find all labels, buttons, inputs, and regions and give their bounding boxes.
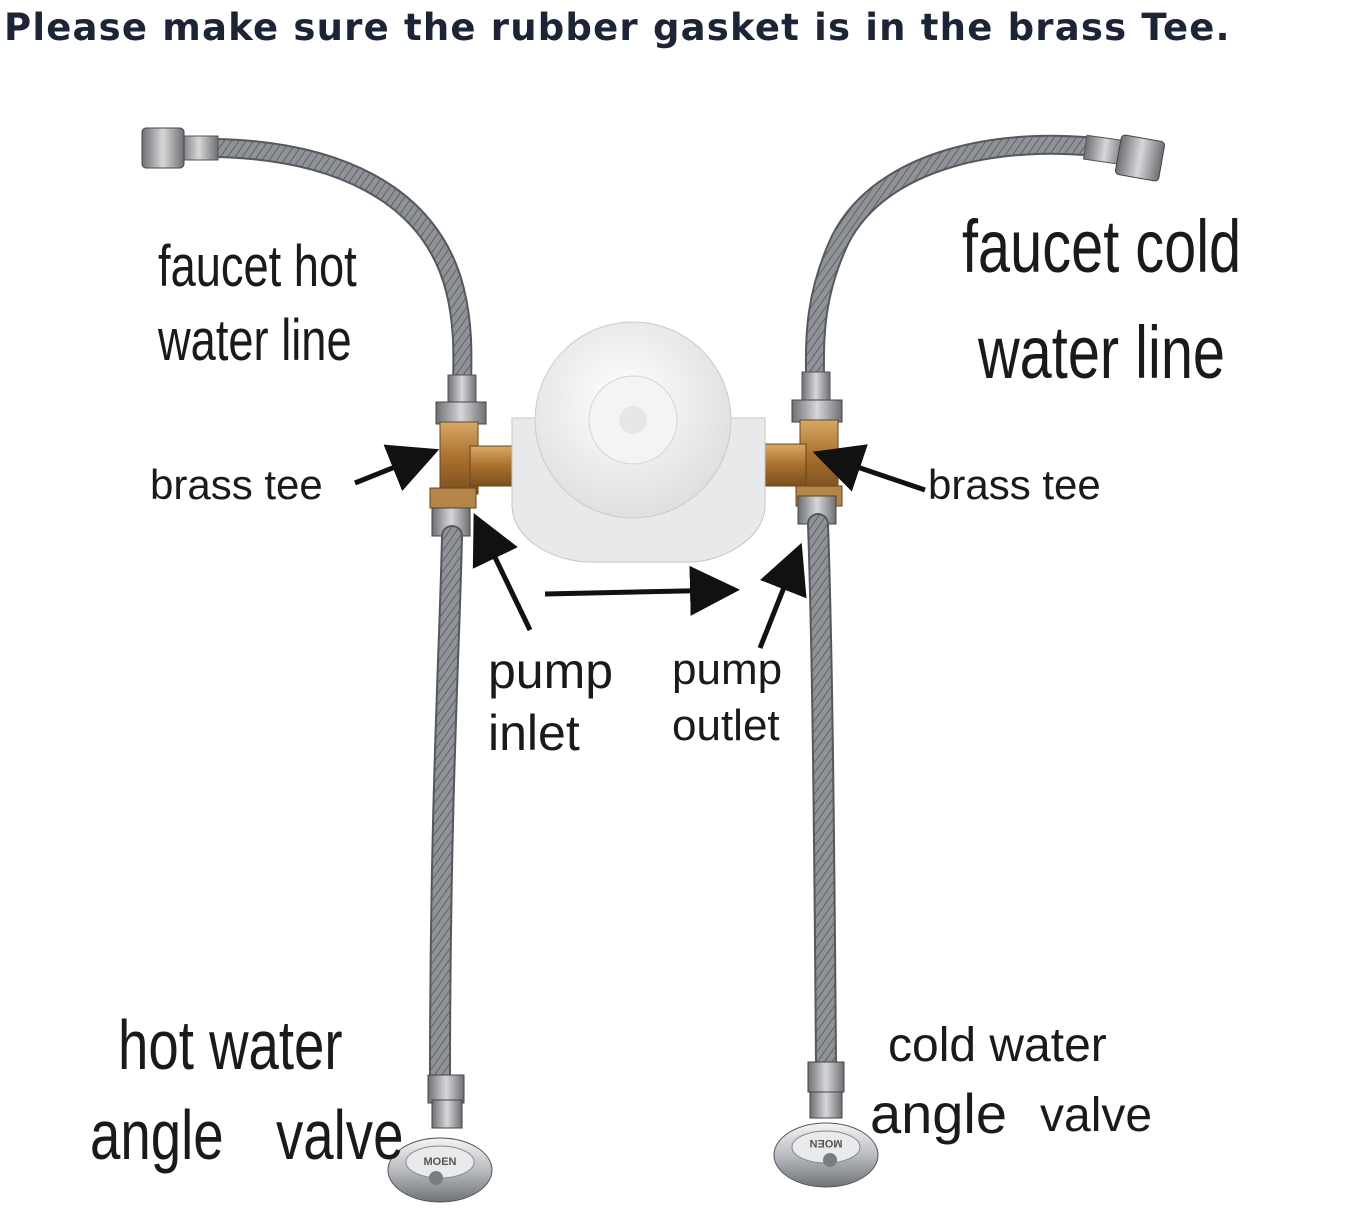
label-hot-valve-angle: angle [90, 1096, 224, 1174]
label-faucet-hot-line2: water line [158, 308, 352, 373]
arrow-pump-outlet [757, 542, 807, 649]
cold-valve-hose [797, 495, 845, 1119]
hot-valve-hose [427, 507, 471, 1129]
arrow-flow-direction [544, 565, 740, 616]
label-hot-valve-line1: hot water [118, 1006, 343, 1084]
right-brass-tee [759, 419, 843, 507]
label-pump-outlet-line2: outlet [672, 701, 780, 750]
label-pump-inlet-line1: pump [488, 643, 614, 699]
hot-valve-brand: MOEN [424, 1156, 457, 1168]
headline: Please make sure the rubber gasket is in… [4, 6, 1231, 49]
label-pump-outlet-line1: pump [672, 645, 783, 694]
hot-angle-valve: MOEN [387, 1137, 493, 1203]
arrow-brass-tee-right [812, 444, 926, 493]
label-cold-valve-line1: cold water [888, 1019, 1107, 1072]
hot-faucet-hose [141, 127, 487, 425]
label-hot-valve-valve: valve [276, 1096, 404, 1174]
hot-faucet-nut [141, 127, 185, 169]
recirculating-pump [511, 321, 766, 563]
label-faucet-cold-line2: water line [978, 311, 1226, 394]
label-pump-inlet-line2: inlet [488, 705, 580, 761]
label-cold-valve-angle: angle [870, 1082, 1008, 1145]
label-brass-tee-right: brass tee [928, 461, 1101, 508]
hot-faucet-ferrule [179, 135, 219, 161]
label-faucet-hot-line1: faucet hot [158, 234, 357, 299]
left-brass-tee [429, 421, 515, 509]
cold-angle-valve: MOEN [773, 1122, 879, 1188]
arrow-brass-tee-left [354, 444, 440, 492]
arrow-pump-inlet [472, 512, 533, 632]
label-faucet-cold-line1: faucet cold [962, 205, 1242, 288]
cold-valve-brand: MOEN [809, 1137, 842, 1149]
cold-faucet-hose [791, 134, 1166, 423]
label-brass-tee-left: brass tee [150, 461, 323, 508]
cold-faucet-nut [1114, 134, 1166, 182]
label-cold-valve-valve: valve [1040, 1089, 1153, 1142]
annotation-arrows [354, 444, 926, 649]
